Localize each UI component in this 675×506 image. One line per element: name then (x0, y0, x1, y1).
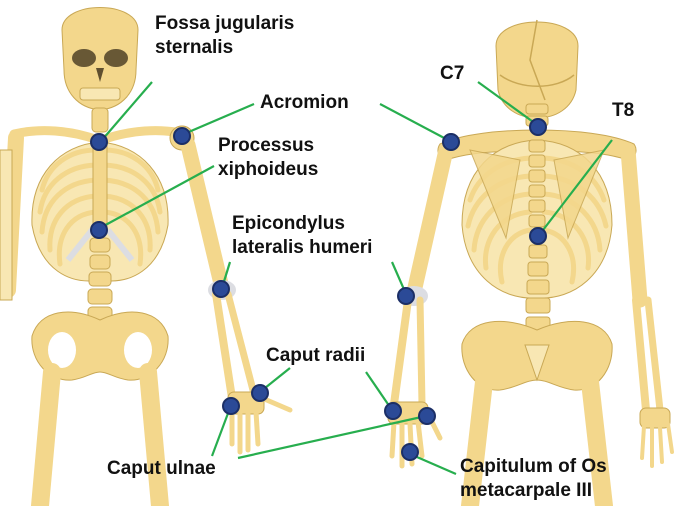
label-capitulum-metacarpale: Capitulum of Os metacarpale III (460, 455, 607, 503)
label-acromion-line1: Acromion (260, 91, 349, 115)
label-c7: C7 (440, 62, 464, 86)
label-processus-xiphoideus: Processus xiphoideus (218, 134, 318, 182)
marker-caput-ulnae-front (223, 398, 239, 414)
leader-acromion-back (380, 104, 448, 140)
label-epicondylus-lateralis: Epicondylus lateralis humeri (232, 212, 372, 260)
marker-acromion-back (443, 134, 459, 150)
marker-fossa-jugularis (91, 134, 107, 150)
label-c7-line1: C7 (440, 62, 464, 86)
label-caput-radii: Caput radii (266, 344, 365, 368)
leader-caput-ulnae-back (238, 416, 426, 458)
leader-caput-ulnae-front (212, 408, 230, 456)
label-caput-ulnae: Caput ulnae (107, 457, 216, 481)
posterior-skeleton (388, 20, 672, 506)
marker-caput-ulnae-back (419, 408, 435, 424)
marker-caput-radii-front (252, 385, 268, 401)
marker-caput-radii-back (385, 403, 401, 419)
marker-acromion-front (174, 128, 190, 144)
marker-epicondylus-front (213, 281, 229, 297)
marker-metacarpale (402, 444, 418, 460)
label-epicondylus-line2: lateralis humeri (232, 236, 372, 260)
label-metacarpale-line2: metacarpale III (460, 479, 607, 503)
label-acromion: Acromion (260, 91, 349, 115)
leader-acromion-front (184, 104, 254, 134)
label-caput-radii-line1: Caput radii (266, 344, 365, 368)
label-fossa-jugularis: Fossa jugularis sternalis (155, 12, 294, 60)
label-epicondylus-line1: Epicondylus (232, 212, 372, 236)
label-metacarpale-line1: Capitulum of Os (460, 455, 607, 479)
label-fossa-jugularis-line1: Fossa jugularis (155, 12, 294, 36)
label-xiphoideus-line1: Processus (218, 134, 318, 158)
marker-epicondylus-back (398, 288, 414, 304)
label-caput-ulnae-line1: Caput ulnae (107, 457, 216, 481)
label-xiphoideus-line2: xiphoideus (218, 158, 318, 182)
marker-xiphoideus (91, 222, 107, 238)
label-t8: T8 (612, 99, 634, 123)
label-fossa-jugularis-line2: sternalis (155, 36, 294, 60)
label-t8-line1: T8 (612, 99, 634, 123)
marker-t8 (530, 228, 546, 244)
marker-c7 (530, 119, 546, 135)
